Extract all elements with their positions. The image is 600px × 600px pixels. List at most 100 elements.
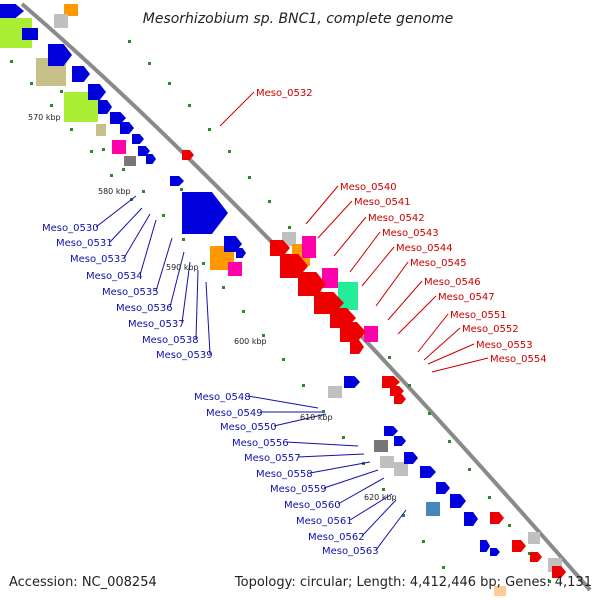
leader-line	[205, 281, 211, 355]
tick-mark	[50, 104, 53, 107]
gene-features	[0, 4, 566, 596]
tick-mark	[408, 384, 411, 387]
gene-block	[282, 232, 296, 246]
gene-block	[54, 14, 68, 28]
gene-block	[112, 140, 126, 154]
tick-mark	[180, 188, 183, 191]
leader-line	[361, 499, 397, 537]
tick-mark	[142, 190, 145, 193]
gene-label: Meso_0542	[368, 213, 425, 224]
gene-label: Meso_0533	[70, 254, 127, 265]
tick-mark	[110, 174, 113, 177]
gene-label: Meso_0530	[42, 223, 99, 234]
gene-arrow	[382, 376, 400, 388]
tick-mark	[10, 60, 13, 63]
gene-label: Meso_0547	[438, 292, 495, 303]
leader-line	[349, 493, 393, 521]
gene-arrow	[436, 482, 450, 494]
tick-mark	[288, 226, 291, 229]
tick-mark	[322, 410, 325, 413]
gene-label: Meso_0559	[270, 484, 327, 495]
leader-line	[155, 237, 173, 292]
gene-arrow	[340, 322, 366, 342]
tick-mark	[388, 356, 391, 359]
scale-label: 610 kbp	[300, 413, 333, 422]
tick-mark	[148, 62, 151, 65]
tick-mark	[60, 90, 63, 93]
gene-label: Meso_0557	[244, 453, 301, 464]
gene-arrow	[132, 134, 144, 144]
gene-label: Meso_0548	[194, 392, 251, 403]
scale-label: 600 kbp	[234, 337, 267, 346]
gene-arrow	[404, 452, 418, 464]
leader-line	[337, 477, 385, 505]
gene-arrow	[0, 4, 24, 18]
leader-line	[387, 280, 423, 321]
gene-arrow	[170, 176, 184, 186]
leader-line	[273, 413, 327, 427]
tick-mark	[242, 310, 245, 313]
gene-label: Meso_0563	[322, 546, 379, 557]
leader-line	[349, 231, 381, 273]
tick-mark	[222, 286, 225, 289]
gene-arrow	[48, 44, 72, 66]
gene-arrow	[450, 494, 466, 508]
tick-mark	[548, 580, 551, 583]
gene-block	[96, 124, 106, 136]
gene-label: Meso_0537	[128, 319, 185, 330]
gene-arrow	[480, 540, 490, 552]
tick-mark	[262, 334, 265, 337]
tick-marks	[6, 12, 551, 583]
gene-label: Meso_0531	[56, 238, 113, 249]
gene-label: Meso_0560	[284, 500, 341, 511]
gene-block	[22, 28, 38, 40]
gene-labels: Meso_0532Meso_0540Meso_0541Meso_0542Meso…	[42, 88, 547, 557]
gene-arrow	[344, 376, 360, 388]
tick-mark	[102, 148, 105, 151]
leader-line	[181, 261, 191, 324]
leader-line	[333, 216, 367, 257]
scale-label: 590 kbp	[166, 263, 199, 272]
tick-mark	[70, 128, 73, 131]
gene-arrow	[270, 240, 290, 256]
tick-mark	[402, 514, 405, 517]
gene-arrow	[182, 150, 194, 160]
gene-arrow	[512, 540, 526, 552]
leader-line	[109, 207, 143, 243]
gene-arrow	[72, 66, 90, 82]
leader-line	[375, 509, 407, 551]
gene-arrow	[464, 512, 478, 526]
gene-arrow	[420, 466, 436, 478]
gene-block	[494, 586, 506, 596]
tick-mark	[488, 496, 491, 499]
leader-line	[123, 213, 151, 259]
tick-mark	[442, 566, 445, 569]
gene-block	[302, 236, 316, 258]
leader-line	[139, 219, 157, 276]
scale-label: 570 kbp	[28, 113, 61, 122]
leader-line	[317, 200, 353, 239]
gene-arrow	[236, 248, 246, 258]
tick-mark	[182, 238, 185, 241]
gene-arrow	[394, 436, 406, 446]
leader-line	[285, 441, 359, 447]
gene-arrow	[298, 272, 326, 296]
gene-arrow	[138, 146, 150, 156]
leader-line	[361, 246, 395, 287]
gene-label: Meso_0558	[256, 469, 313, 480]
gene-arrow	[146, 154, 156, 164]
gene-block	[228, 262, 242, 276]
leader-line	[169, 251, 185, 308]
leader-line	[431, 357, 489, 373]
gene-block	[124, 156, 136, 166]
leader-line	[309, 461, 371, 474]
scale-label: 620 kbp	[364, 493, 397, 502]
gene-label: Meso_0540	[340, 182, 397, 193]
gene-label: Meso_0561	[296, 516, 353, 527]
tick-mark	[428, 412, 431, 415]
gene-label: Meso_0544	[396, 243, 453, 254]
tick-mark	[508, 524, 511, 527]
leader-line	[195, 269, 199, 340]
